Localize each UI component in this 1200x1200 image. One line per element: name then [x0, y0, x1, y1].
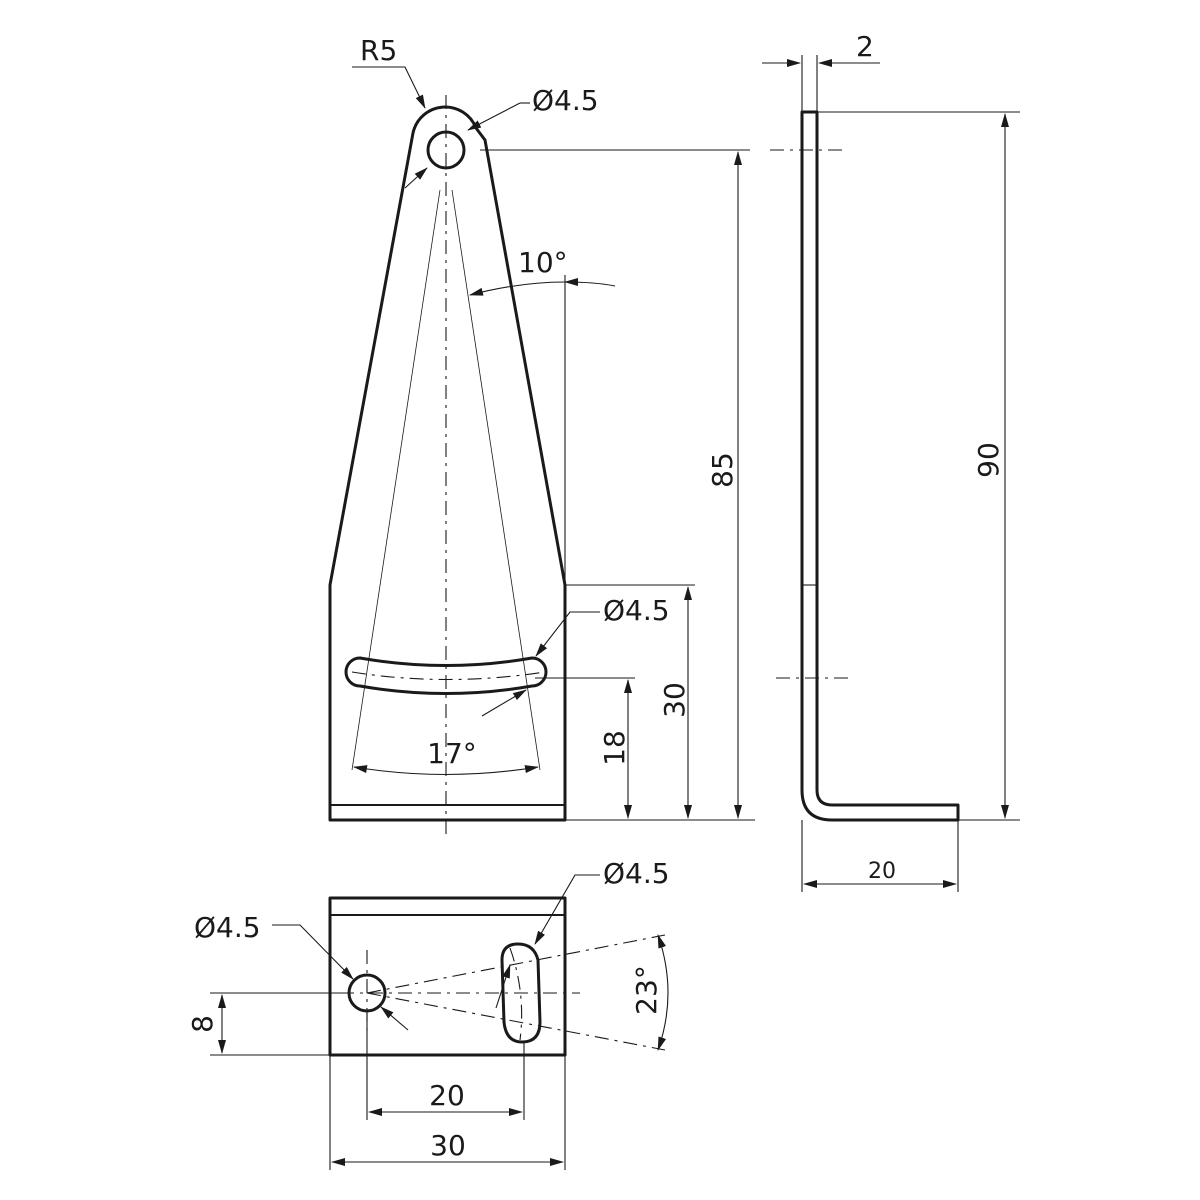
front-slot-leader-lower: [481, 689, 527, 717]
bottom-hole-leader-lower: [380, 1006, 409, 1031]
front-taper-construction-left: [351, 189, 441, 771]
side-view: 2 90 20: [762, 30, 1020, 892]
side-90-label: 90: [972, 442, 1005, 478]
bottom-slot-leader: [534, 874, 600, 945]
front-slot-dia-label: Ø4.5: [603, 594, 670, 627]
bottom-slot-ray-upper: [366, 934, 666, 994]
front-curved-slot: [344, 656, 548, 695]
front-r5-leader: [352, 66, 426, 109]
front-17deg-arc: [353, 765, 539, 776]
side-2-label: 2: [856, 30, 874, 63]
front-10deg-arc: [469, 281, 566, 296]
front-18-label: 18: [598, 730, 631, 766]
bottom-view: Ø4.5 Ø4.5 8 23° 20 30: [186, 857, 670, 1170]
bottom-slot-ray-lower: [366, 992, 666, 1051]
front-slot-centerline: [351, 671, 546, 681]
front-taper-construction-right: [451, 189, 541, 771]
bottom-slot-leader-lower: [495, 964, 511, 1009]
front-r5-label: R5: [360, 34, 397, 67]
front-30-label: 30: [658, 682, 691, 718]
side-20-label: 20: [868, 859, 896, 884]
front-hole-leader: [467, 102, 521, 131]
bottom-slot-dia-label: Ø4.5: [603, 857, 670, 890]
bottom-20-label: 20: [429, 1079, 465, 1112]
front-view-outline: [328, 105, 567, 822]
front-10deg-label: 10°: [518, 246, 568, 279]
front-view: R5 Ø4.5 10° 85 Ø4.5 30 18 17°: [328, 34, 755, 840]
front-hole-leader-lower: [404, 167, 428, 189]
bottom-slot-arc-centerline: [509, 947, 523, 1041]
bottom-hole-leader: [272, 924, 354, 980]
front-10deg-arc-right: [564, 278, 616, 287]
front-hole-dia-label: Ø4.5: [532, 84, 599, 117]
bottom-30-label: 30: [430, 1129, 466, 1162]
bottom-23deg-label: 23°: [630, 965, 663, 1015]
bottom-view-outline: [328, 896, 567, 1057]
front-17deg-label: 17°: [427, 737, 477, 770]
bottom-slot: [500, 942, 542, 1044]
bottom-hole-dia-label: Ø4.5: [194, 911, 261, 944]
bottom-23deg-arc: [657, 934, 669, 1051]
bottom-8-label: 8: [186, 1015, 219, 1033]
front-85-label: 85: [706, 452, 739, 488]
side-view-profile: [800, 110, 960, 822]
front-slot-leader: [535, 611, 600, 657]
